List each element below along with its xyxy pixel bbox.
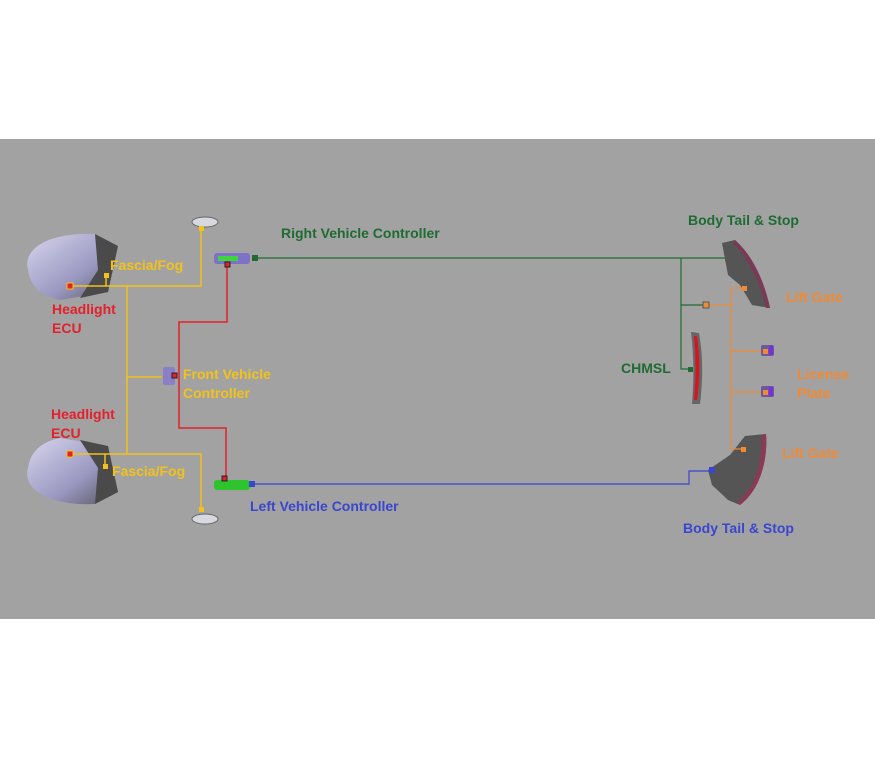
license-plate-lamp-bottom-icon (761, 386, 774, 397)
chmsl-label: CHMSL (621, 360, 671, 376)
diagram-canvas (0, 139, 875, 619)
label-line: Front Vehicle (183, 366, 271, 382)
fog-lamp-bottom-icon (191, 513, 219, 525)
chmsl-lamp-icon (691, 332, 703, 404)
rear-network-wires (709, 287, 765, 450)
headlight-bottom-icon (27, 438, 118, 505)
label-line: License (797, 366, 850, 382)
tail-lamp-top-icon (722, 240, 770, 308)
label-line: Plate (797, 385, 831, 401)
headlight-top-icon (27, 233, 118, 300)
right-vehicle-controller-label: Right Vehicle Controller (281, 225, 440, 241)
front-vehicle-controller-icon (163, 367, 175, 385)
label-line: Headlight (51, 406, 115, 422)
label-line: Controller (183, 385, 250, 401)
fog-lamp-top-icon (191, 216, 219, 228)
license-plate-lamp-top-icon (761, 345, 774, 356)
label-line: Headlight (52, 301, 116, 317)
tail-lamp-bottom-icon (708, 434, 767, 505)
right-network-wires (255, 257, 728, 370)
fascia-fog-top-label: Fascia/Fog (110, 257, 184, 273)
left-vehicle-controller-label: Left Vehicle Controller (250, 498, 399, 514)
label-line: ECU (52, 320, 82, 336)
body-tail-stop-top-label: Body Tail & Stop (688, 212, 799, 228)
right-vehicle-controller-icon (214, 253, 250, 268)
controller-link-wire (178, 265, 228, 478)
lift-gate-top-label: Lift Gate (786, 289, 843, 305)
left-network-wires (252, 470, 712, 485)
label-line: ECU (51, 425, 81, 441)
front-network-wires (70, 228, 202, 509)
fascia-fog-bottom-label: Fascia/Fog (112, 463, 186, 479)
body-tail-stop-bottom-label: Body Tail & Stop (683, 520, 794, 536)
left-vehicle-controller-icon (214, 475, 250, 490)
lift-gate-bottom-label: Lift Gate (782, 445, 839, 461)
